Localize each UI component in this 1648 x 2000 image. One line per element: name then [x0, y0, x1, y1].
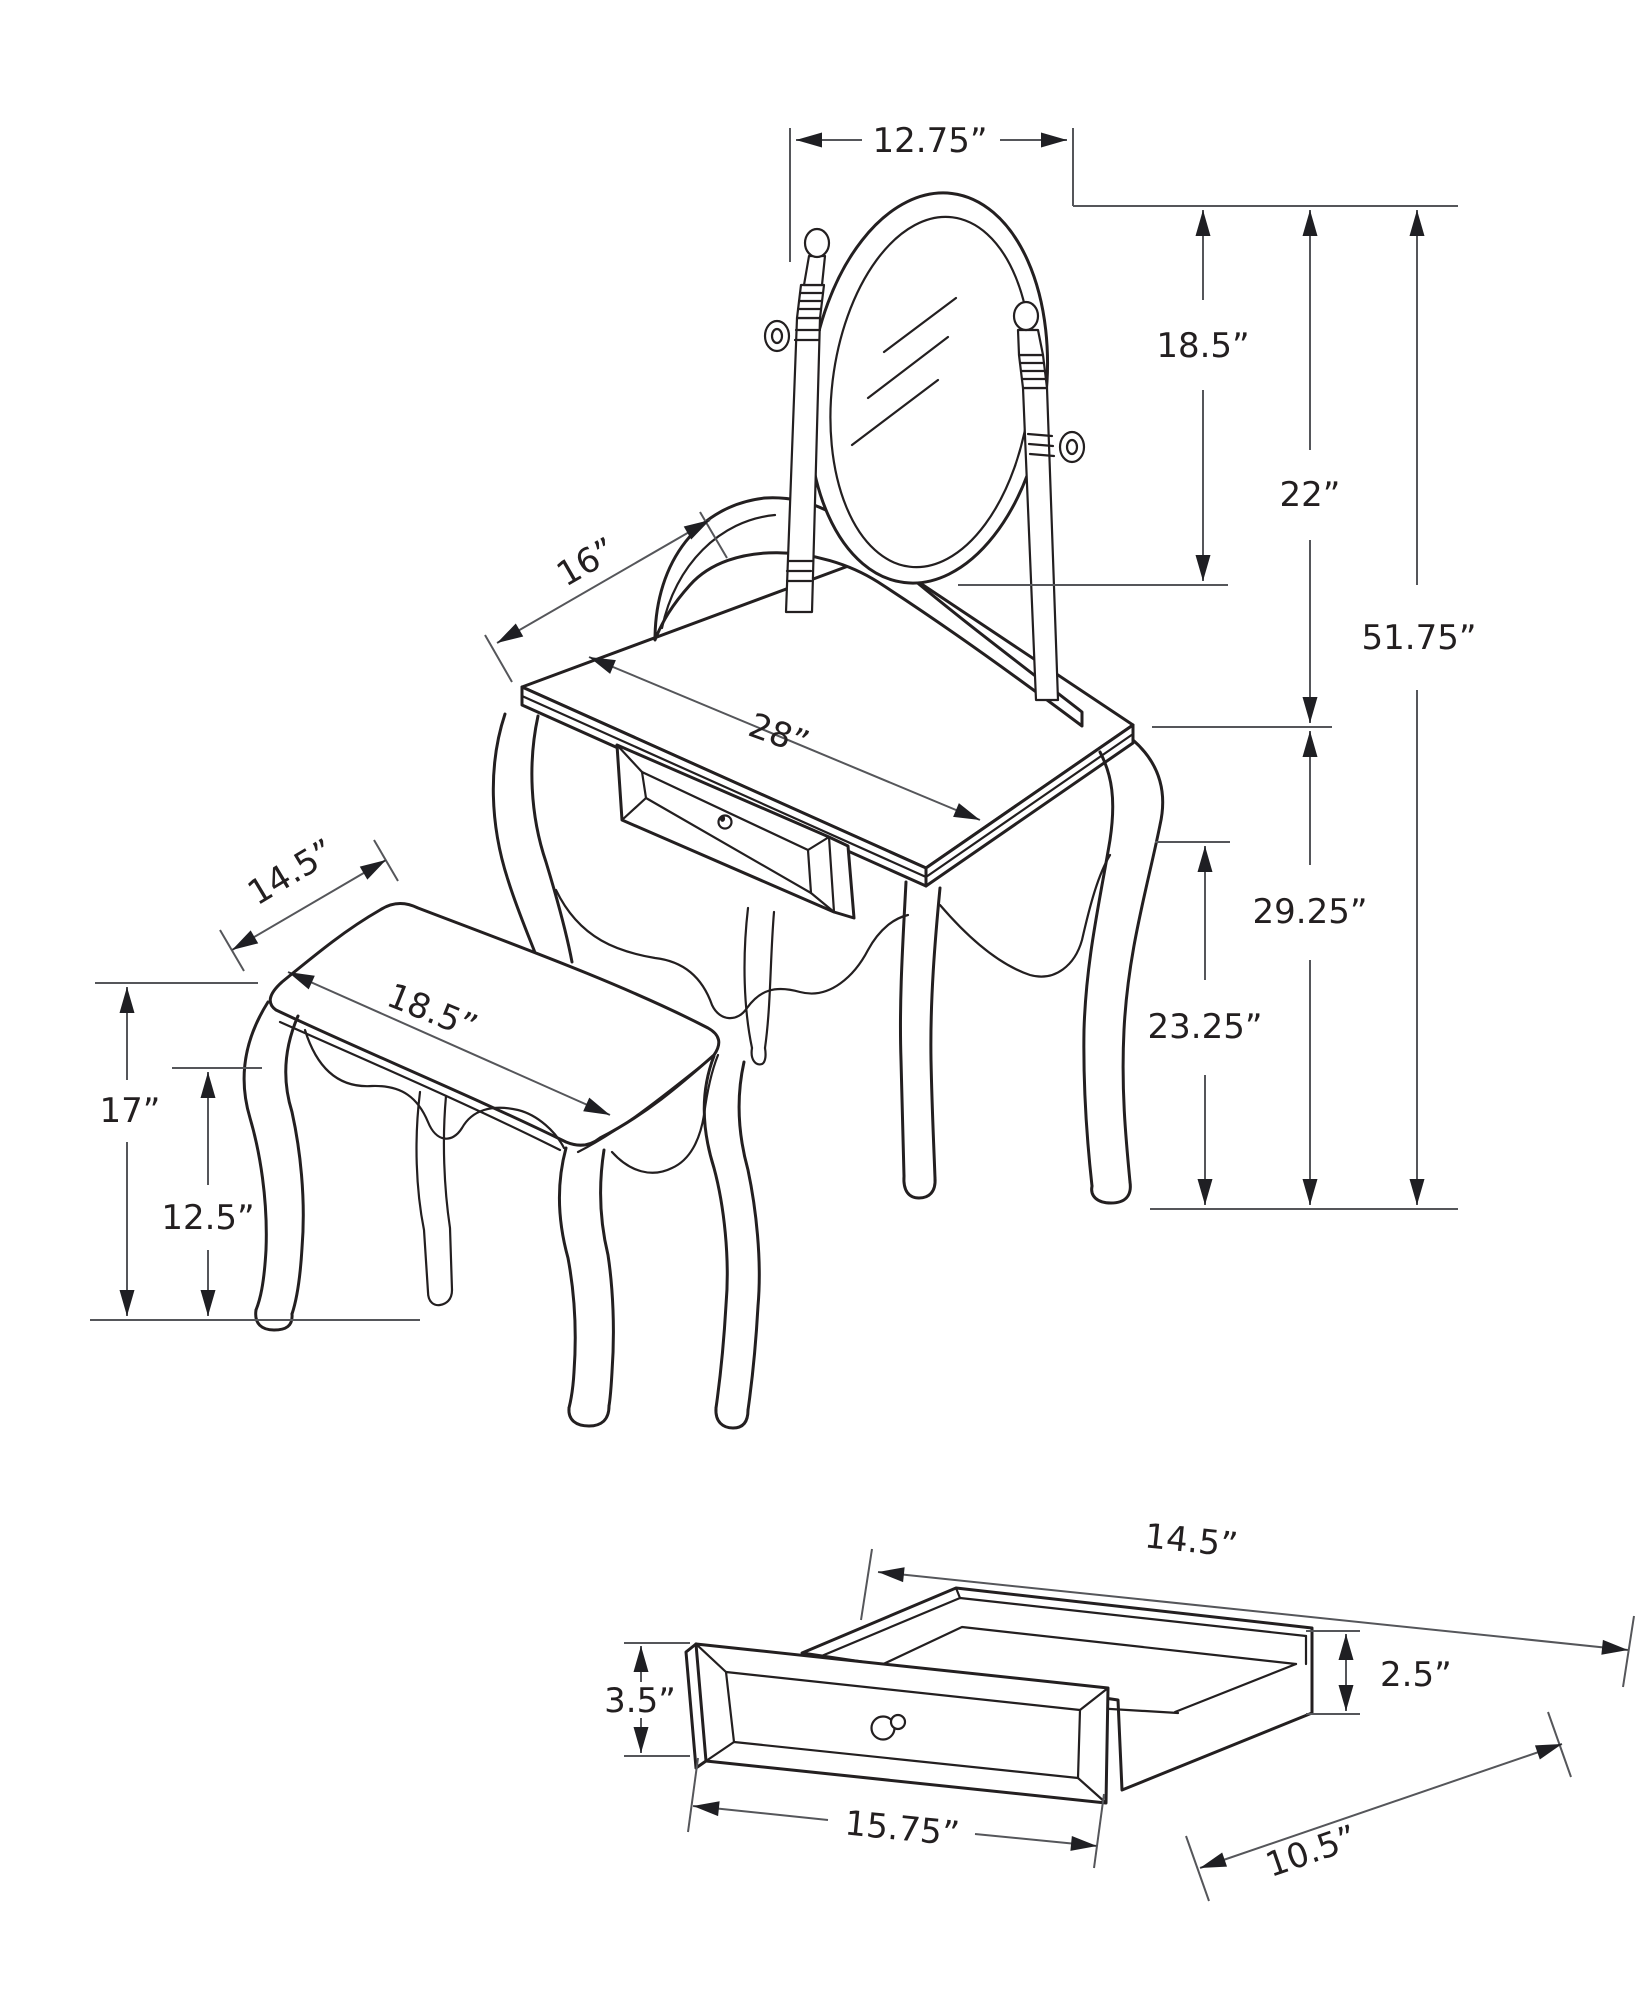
- dim-label-stool-depth: 14.5”: [241, 831, 342, 913]
- dim-label-drawer-back-width: 14.5”: [1143, 1516, 1240, 1566]
- dim-label-stool-height: 17”: [100, 1091, 161, 1131]
- dim-label-mirror-height: 18.5”: [1156, 326, 1249, 366]
- stool-right-leg: [702, 1054, 761, 1430]
- vanity-front-apron: [554, 888, 910, 1020]
- dim-table-height: 29.25”: [1253, 731, 1368, 1205]
- dim-drawer-side-height: 2.5”: [1306, 1630, 1452, 1715]
- vanity-back-leg: [743, 906, 776, 1066]
- dim-stool-leg-height: 12.5”: [161, 1068, 262, 1316]
- stool-left-leg: [242, 1000, 305, 1332]
- drawer-front-face: [684, 1642, 1110, 1805]
- dim-label-mirror-width: 12.75”: [873, 121, 988, 161]
- dim-label-table-depth: 16”: [550, 530, 623, 595]
- dim-drawer-back-width: 14.5”: [860, 1516, 1635, 1688]
- dim-label-drawer-front-height: 3.5”: [604, 1681, 676, 1721]
- stool-right-apron: [610, 1053, 720, 1174]
- vanity-side-apron: [938, 853, 1112, 978]
- dim-label-drawer-side-depth: 10.5”: [1261, 1817, 1362, 1885]
- mirror-right-knob: [1058, 430, 1086, 464]
- mirror-left-knob: [763, 319, 791, 353]
- dim-label-drawer-front-width: 15.75”: [843, 1803, 961, 1854]
- stool: [242, 902, 761, 1430]
- drawer-knob-detail: [889, 1713, 907, 1731]
- dim-label-table-height: 29.25”: [1253, 892, 1368, 932]
- dim-label-overall-height: 51.75”: [1362, 618, 1477, 658]
- dim-label-apron-height: 23.25”: [1148, 1007, 1263, 1047]
- mirror-left-post: [763, 227, 831, 614]
- dim-label-drawer-side-height: 2.5”: [1380, 1655, 1452, 1695]
- dim-label-upper-height: 22”: [1280, 475, 1341, 515]
- stool-cushion: [268, 902, 721, 1154]
- dim-stool-height: 17”: [90, 983, 420, 1320]
- vanity-front-leg: [898, 880, 942, 1200]
- storage-drawer: [684, 1586, 1314, 1805]
- dim-drawer-front-height: 3.5”: [604, 1643, 690, 1756]
- dim-overall-height: 51.75”: [1362, 210, 1477, 1205]
- mirror-glare: [850, 296, 958, 447]
- mirror-right-post: [1012, 300, 1086, 702]
- dim-mirror-width: 12.75”: [789, 121, 1074, 262]
- stool-back-leg: [415, 1090, 454, 1307]
- stool-front-leg: [557, 1146, 615, 1428]
- dim-mirror-height: 18.5”: [1156, 210, 1250, 581]
- vanity-right-leg: [1082, 738, 1165, 1205]
- dim-upper-height: 22”: [1280, 210, 1341, 723]
- dim-apron-height: 23.25”: [1148, 846, 1263, 1205]
- dim-label-stool-leg-height: 12.5”: [161, 1198, 254, 1238]
